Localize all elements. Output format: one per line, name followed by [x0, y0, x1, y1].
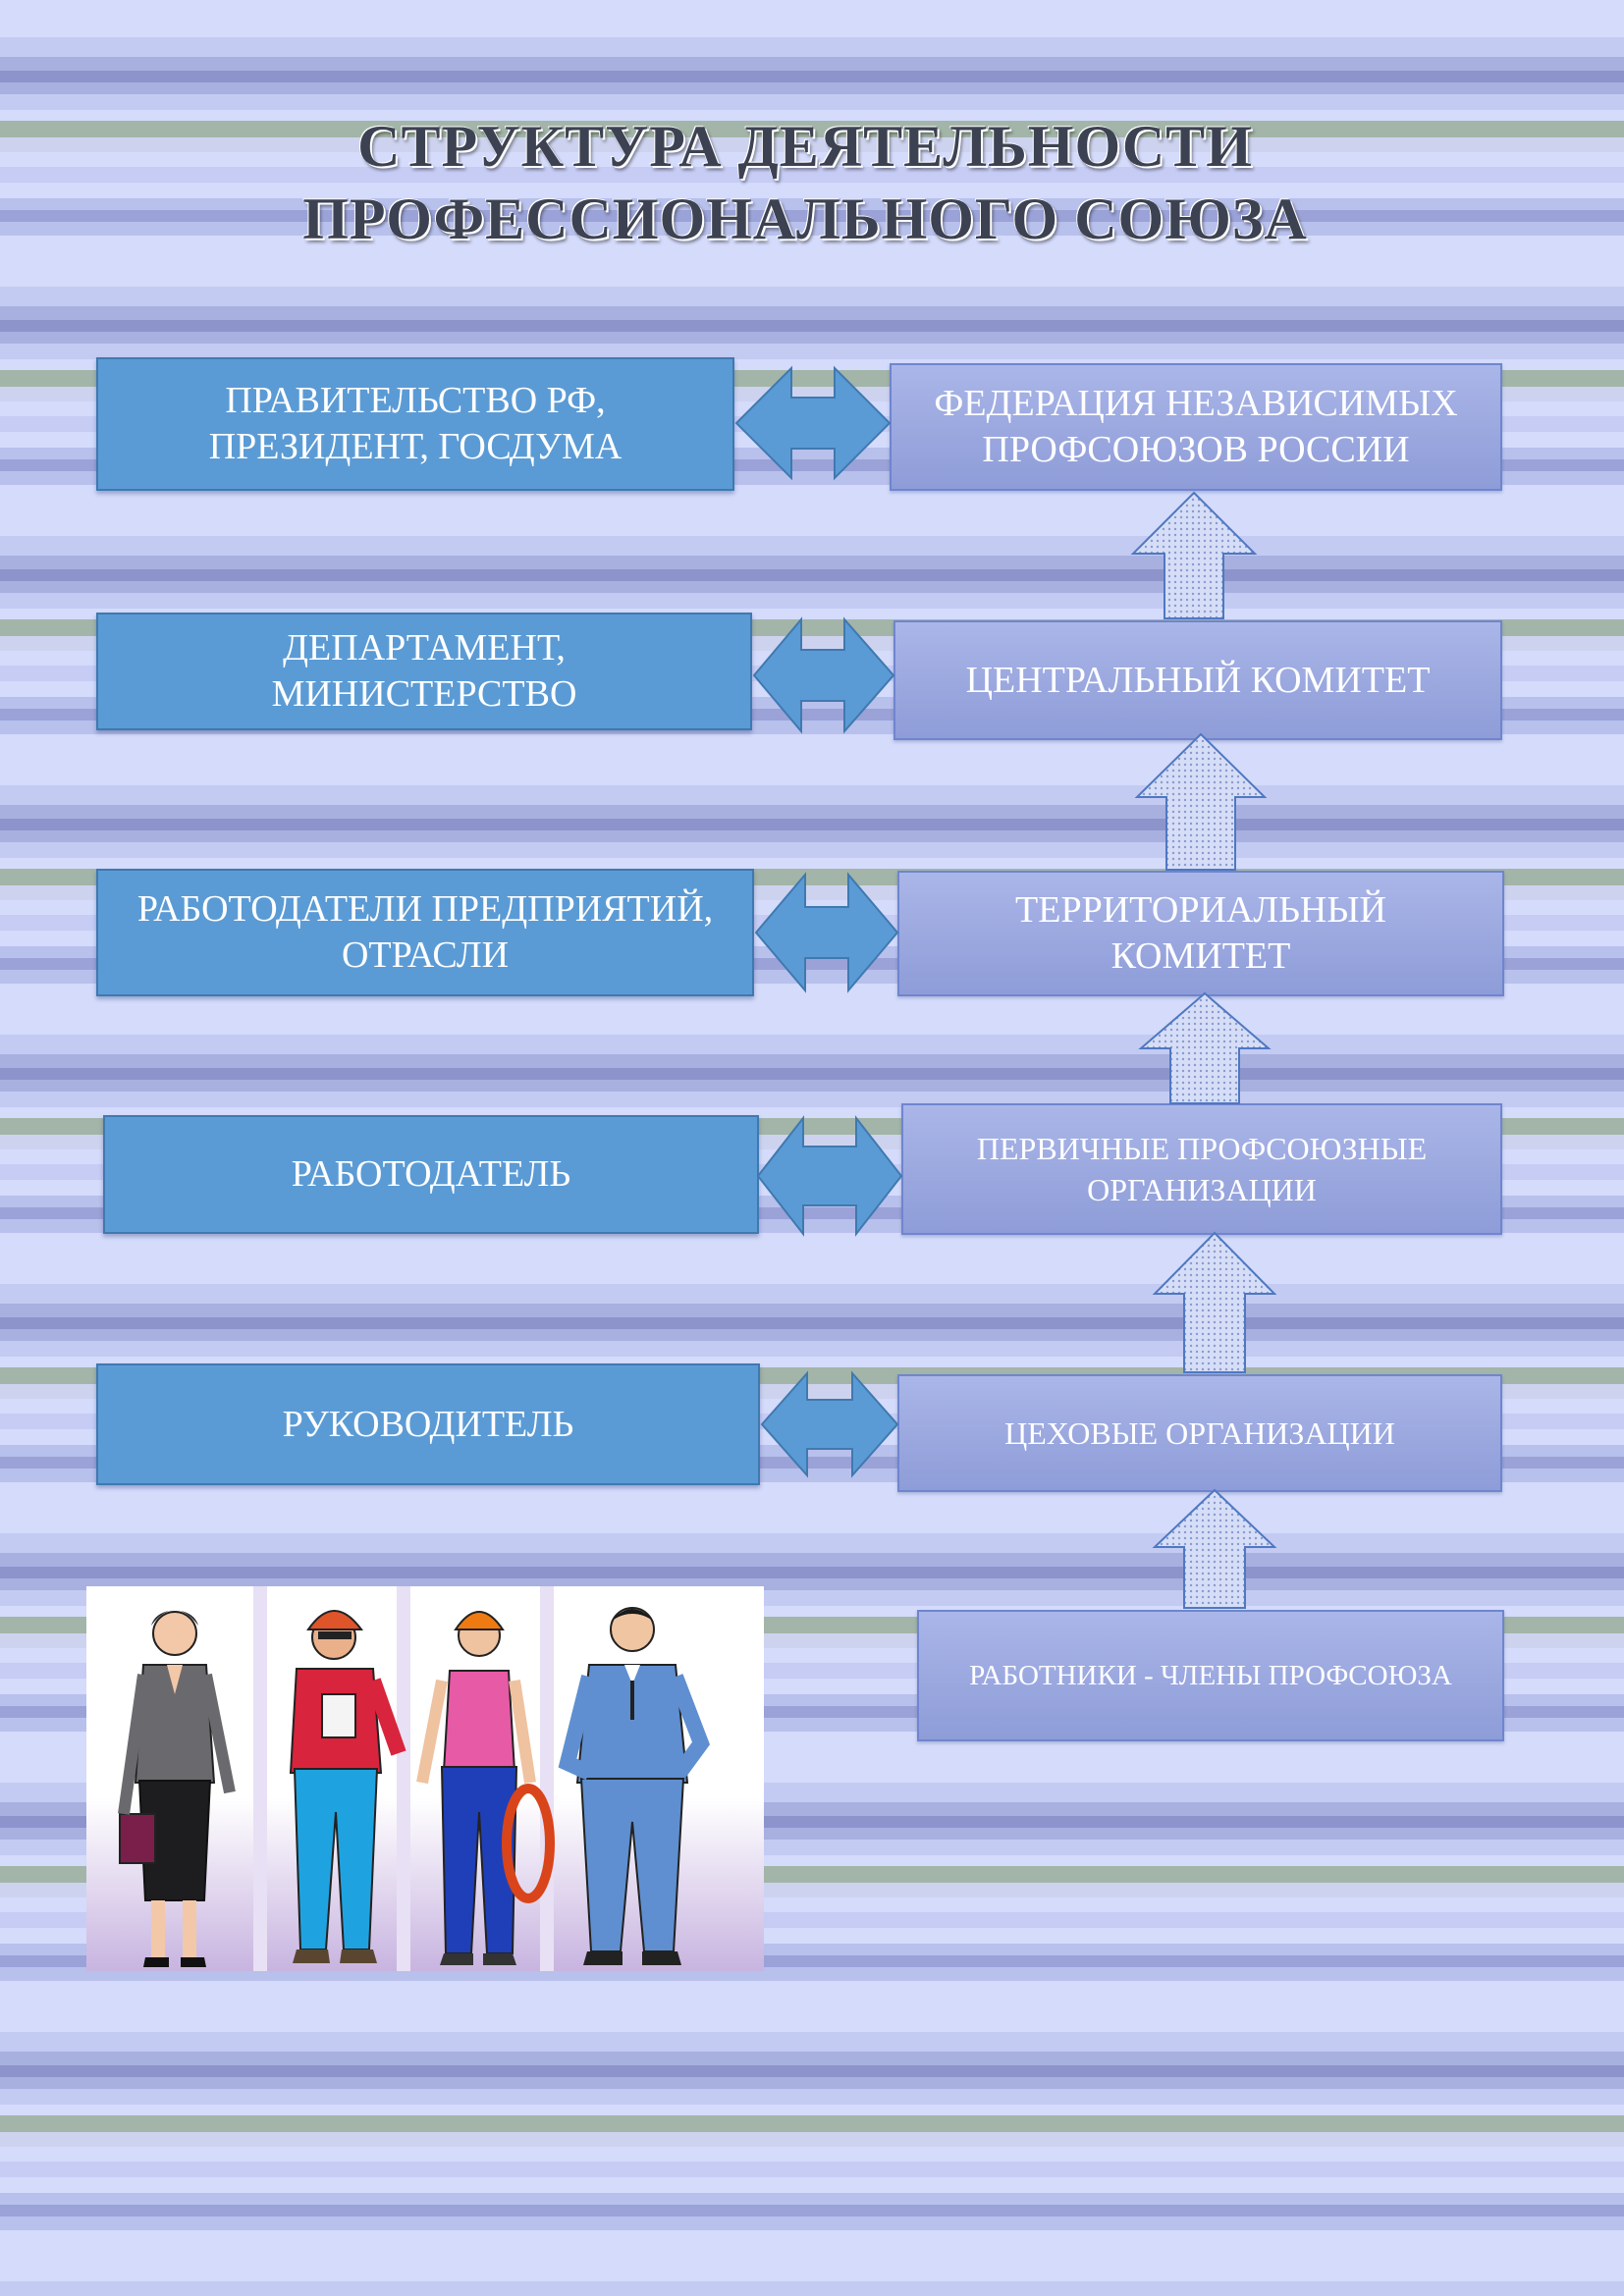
- page-title: СТРУКТУРА ДЕЯТЕЛЬНОСТИ ПРОФЕССИОНАЛЬНОГО…: [0, 110, 1610, 255]
- box-central-committee: ЦЕНТРАЛЬНЫЙ КОМИТЕТ: [893, 620, 1502, 740]
- up-arrow-icon-3: [1138, 991, 1272, 1104]
- box-union-members: РАБОТНИКИ - ЧЛЕНЫ ПРОФСОЮЗА: [917, 1610, 1504, 1741]
- title-line-2: ПРОФЕССИОНАЛЬНОГО СОЮЗА: [302, 187, 1308, 251]
- double-arrow-icon-5: [760, 1370, 899, 1478]
- businesswoman-figure: [118, 1610, 236, 1967]
- box-shop-organizations: ЦЕХОВЫЕ ОРГАНИЗАЦИИ: [897, 1374, 1502, 1492]
- worker-overalls-figure: [558, 1607, 711, 1965]
- up-arrow-icon-4: [1152, 1231, 1277, 1373]
- title-line-1: СТРУКТУРА ДЕЯТЕЛЬНОСТИ: [357, 114, 1253, 179]
- worker-woman-figure: [416, 1611, 555, 1965]
- box-employer: РАБОТОДАТЕЛЬ: [103, 1115, 759, 1234]
- workers-illustration-icon: [86, 1586, 764, 1971]
- double-arrow-icon-3: [754, 872, 899, 993]
- up-arrow-icon-2: [1134, 732, 1268, 871]
- box-government: ПРАВИТЕЛЬСТВО РФ,ПРЕЗИДЕНТ, ГОСДУМА: [96, 357, 734, 491]
- double-arrow-icon-4: [756, 1115, 903, 1237]
- up-arrow-icon-5: [1152, 1488, 1277, 1609]
- box-industry-employers: РАБОТОДАТЕЛИ ПРЕДПРИЯТИЙ,ОТРАСЛИ: [96, 869, 754, 996]
- up-arrow-icon-1: [1130, 491, 1258, 619]
- box-department: ДЕПАРТАМЕНТ,МИНИСТЕРСТВО: [96, 613, 752, 730]
- double-arrow-icon-2: [752, 616, 895, 734]
- box-manager: РУКОВОДИТЕЛЬ: [96, 1363, 760, 1485]
- double-arrow-icon-1: [734, 365, 892, 481]
- worker-red-shirt-figure: [289, 1610, 406, 1963]
